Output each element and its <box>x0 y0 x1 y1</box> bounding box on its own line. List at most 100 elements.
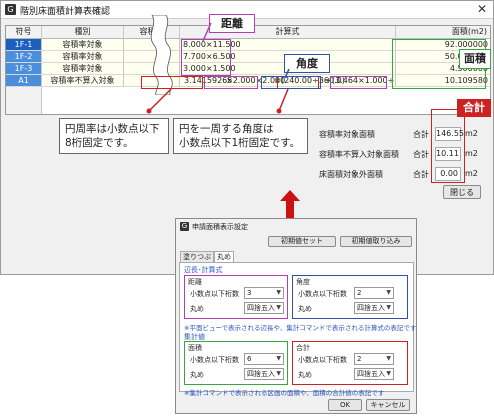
app-icon: G <box>5 4 16 15</box>
initial-value-set-button[interactable]: 初期値セット <box>268 236 336 247</box>
area-display-settings-dialog: G 申請面積表示設定 初期値セット 初期値取り込み 塗りつぶし 丸め 辺長･計算… <box>175 218 417 414</box>
section-totals: 集計値 <box>184 333 205 341</box>
col-header-code[interactable]: 符号 <box>6 26 42 39</box>
tab-fill[interactable]: 塗りつぶし <box>180 251 214 271</box>
distance-rounding-label: 丸め <box>190 305 204 313</box>
angle-rounding-label: 丸め <box>298 305 312 313</box>
pi-highlight-box <box>141 76 203 89</box>
angle-note-line2: 小数点以下1桁固定です。 <box>179 137 301 149</box>
table-row-type[interactable]: 容積率不算入対象 <box>42 75 124 87</box>
tab-rounding[interactable]: 丸め <box>214 251 234 262</box>
table-row-code[interactable]: 1F-3 <box>6 63 42 75</box>
area-rounding-label: 丸め <box>190 371 204 379</box>
dialog-title: 申請面積表示設定 <box>192 223 248 231</box>
angle-decimals-select[interactable]: 2 ▼ <box>354 287 394 299</box>
table-row-code[interactable]: A1 <box>6 75 42 87</box>
summary-label-excluded: 容積率不算入対象面積 <box>319 150 399 159</box>
table-row-area[interactable]: 92.000000 <box>396 39 490 51</box>
summary-value-excluded: 10.11 <box>435 147 461 161</box>
total-highlight-box <box>431 109 465 183</box>
chevron-down-icon: ▼ <box>276 370 281 377</box>
table-row-formula[interactable]: 8.000×11.500 <box>180 39 396 51</box>
chevron-down-icon: ▼ <box>386 304 391 311</box>
section-edge-formula: 辺長･計算式 <box>184 266 223 274</box>
angle-rounding-select[interactable]: 四捨五入 ▼ <box>354 302 394 314</box>
triangle-highlight-box <box>330 76 387 89</box>
angle-group-label: 角度 <box>296 278 310 286</box>
angle-highlight-box <box>261 76 321 89</box>
app-icon: G <box>180 222 189 231</box>
table-row-type[interactable]: 容積率対象 <box>42 51 124 63</box>
total-group <box>292 341 408 385</box>
chevron-down-icon: ▼ <box>276 304 281 311</box>
floor-area-check-window: G 階別床面積計算表確認 ✕ 符号 種別 容積率 計算式 面積(m2) 1F-1… <box>0 0 494 275</box>
angle-decimals-label: 小数点以下桁数 <box>298 290 347 298</box>
table-row-type[interactable]: 容積率対象 <box>42 63 124 75</box>
ok-button[interactable]: OK <box>328 399 362 411</box>
pi-precision-note: 円周率は小数点以下 8桁固定です。 <box>59 118 169 154</box>
area-group-label: 面積 <box>188 344 202 352</box>
total-decimals-select[interactable]: 2 ▼ <box>354 353 394 365</box>
formula-triangle: (3.464×1.000÷2) <box>332 76 396 85</box>
chevron-down-icon: ▼ <box>276 355 281 362</box>
close-icon[interactable]: ✕ <box>477 2 488 16</box>
summary-value-nonfloor: 0.00 <box>435 167 461 181</box>
distance-rounding-value: 四捨五入 <box>247 304 275 312</box>
total-rounding-select[interactable]: 四捨五入 ▼ <box>354 368 394 380</box>
close-button[interactable]: 閉じる <box>443 185 481 199</box>
table-row-code[interactable]: 1F-1 <box>6 39 42 51</box>
area-decimals-value: 6 <box>247 355 252 363</box>
angle-precision-note: 円を一周する角度は 小数点以下1桁固定です。 <box>173 118 308 154</box>
area-rounding-value: 四捨五入 <box>247 370 275 378</box>
edge-formula-hint: ※平面ビューで表示される辺長や、集計コマンドで表示される計算式の表記です <box>184 324 417 332</box>
row-header-empty <box>6 87 42 114</box>
arrow-up-icon <box>280 190 300 218</box>
angle-rounding-value: 四捨五入 <box>357 304 385 312</box>
summary-label-nonfloor: 床面積対象外面積 <box>319 170 383 179</box>
distance-callout: 距離 <box>209 14 255 33</box>
total-decimals-value: 2 <box>357 355 362 363</box>
distance-rounding-select[interactable]: 四捨五入 ▼ <box>244 302 284 314</box>
col-header-type[interactable]: 種別 <box>42 26 124 39</box>
formula-angle: (240.00÷360.0) <box>281 76 345 85</box>
distance-highlight-box <box>181 39 231 76</box>
formula-radius: ×2.000×2.000 <box>226 76 286 85</box>
area-table: 符号 種別 容積率 計算式 面積(m2) 1F-1 容積率対象 8.000×11… <box>5 25 491 115</box>
total-callout: 合計 <box>457 99 491 117</box>
angle-note-line1: 円を一周する角度は <box>179 123 274 135</box>
total-decimals-label: 小数点以下桁数 <box>298 356 347 364</box>
angle-decimals-value: 2 <box>357 289 362 297</box>
chevron-down-icon: ▼ <box>276 289 281 296</box>
area-decimals-select[interactable]: 6 ▼ <box>244 353 284 365</box>
formula-pi: 3.14159265 <box>184 76 233 85</box>
total-rounding-value: 四捨五入 <box>357 370 385 378</box>
table-row-code[interactable]: 1F-2 <box>6 51 42 63</box>
note-connector-lines <box>146 88 289 114</box>
summary-unit: m2 <box>465 149 478 158</box>
summary-kind-excluded: 合計 <box>413 150 429 159</box>
chevron-down-icon: ▼ <box>386 370 391 377</box>
window-title: 階別床面積計算表確認 <box>20 7 111 17</box>
chevron-down-icon: ▼ <box>386 289 391 296</box>
pi-note-line2: 8桁固定です。 <box>65 137 134 149</box>
table-row-formula-a1[interactable]: 3.14159265 ×2.000×2.000 × (240.00÷360.0)… <box>180 75 396 87</box>
distance-callout-line <box>202 22 212 42</box>
total-group-label: 合計 <box>296 344 310 352</box>
table-row-type[interactable]: 容積率対象 <box>42 39 124 51</box>
cancel-button[interactable]: キャンセル <box>366 399 410 411</box>
pi-note-line1: 円周率は小数点以下 <box>65 123 160 135</box>
distance-decimals-select[interactable]: 3 ▼ <box>244 287 284 299</box>
formula-plus: + <box>325 76 332 85</box>
summary-kind-far: 合計 <box>413 130 429 139</box>
summary-label-far: 容積率対象面積 <box>319 130 375 139</box>
initial-value-load-button[interactable]: 初期値取り込み <box>340 236 412 247</box>
area-rounding-select[interactable]: 四捨五入 ▼ <box>244 368 284 380</box>
summary-kind-nonfloor: 合計 <box>413 170 429 179</box>
chevron-down-icon: ▼ <box>386 355 391 362</box>
col-header-area[interactable]: 面積(m2) <box>396 26 490 39</box>
angle-group <box>292 275 408 319</box>
table-row-area[interactable]: 10.109580 <box>396 75 490 87</box>
angle-callout: 角度 <box>284 54 330 73</box>
column-cut-mark <box>150 15 173 95</box>
summary-unit: m2 <box>465 129 478 138</box>
